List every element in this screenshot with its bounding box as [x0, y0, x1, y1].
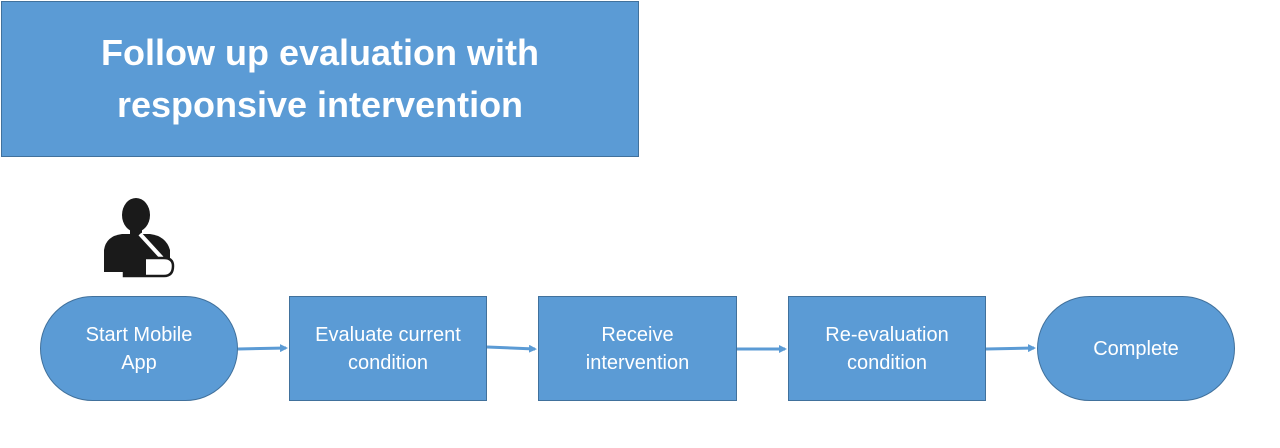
flow-step-label: Complete [1093, 337, 1179, 360]
flow-step-complete: Complete [1037, 296, 1235, 401]
flow-step-label: Re-evaluation condition [825, 323, 949, 374]
diagram-title: Follow up evaluation with responsive int… [101, 32, 539, 125]
flow-step-evaluate-current-condition: Evaluate current condition [289, 296, 487, 401]
title-box: Follow up evaluation with responsive int… [1, 1, 639, 157]
flow-step-label: Evaluate current condition [315, 323, 461, 374]
arrow-start-to-evaluate [237, 344, 288, 353]
flow-step-start-mobile-app: Start Mobile App [40, 296, 238, 401]
person-with-arm-sling-icon [104, 198, 175, 278]
flow-step-label: Start Mobile App [85, 323, 193, 374]
flow-step-re-evaluation-condition: Re-evaluation condition [788, 296, 986, 401]
arrow-evaluate-to-receive [486, 344, 537, 353]
flow-step-label: Receive intervention [585, 323, 690, 374]
flow-step-receive-intervention: Receive intervention [538, 296, 737, 401]
arrow-reevaluate-to-complete [985, 344, 1036, 353]
